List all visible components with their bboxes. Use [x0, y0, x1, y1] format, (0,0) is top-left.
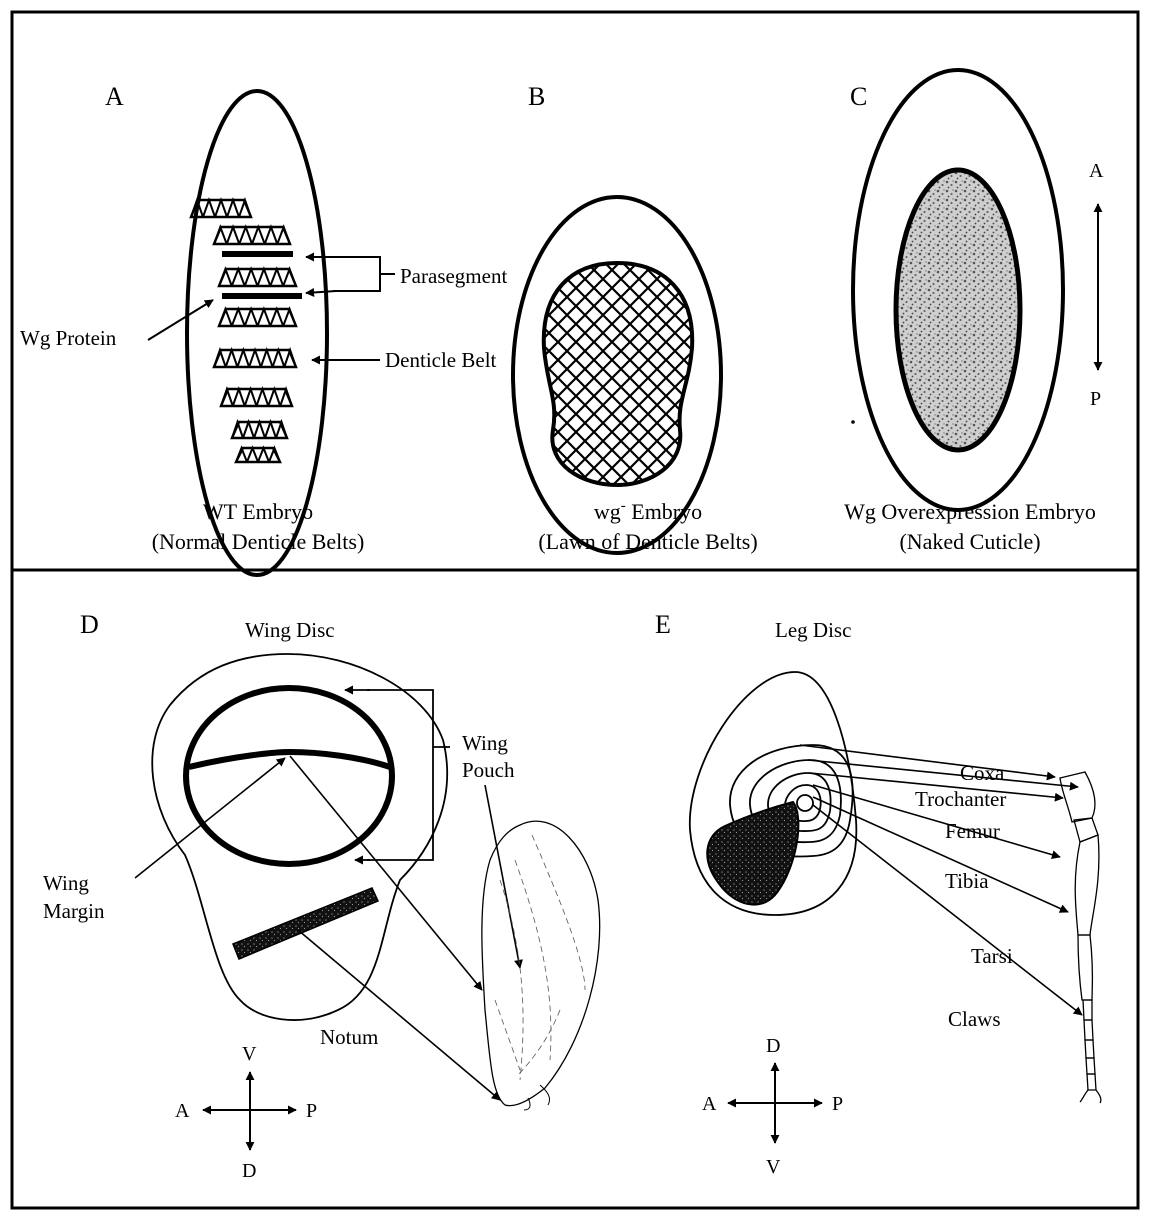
compass-e-left: A	[702, 1093, 717, 1115]
axis-p-label: P	[1090, 388, 1101, 410]
panel-c-caption-line2: (Naked Cuticle)	[899, 529, 1040, 554]
segment-label-femur: Femur	[945, 819, 1000, 843]
segment-label-tibia: Tibia	[945, 869, 989, 893]
compass-d-top: V	[242, 1043, 257, 1065]
wing-pouch-to-wing-arrow	[485, 785, 520, 968]
panel-b-caption-line1: wg- Embryo	[594, 498, 702, 524]
wing-pouch-label-line1: Wing	[462, 731, 508, 755]
compass-d-left: A	[175, 1100, 190, 1122]
compass-d-bottom: D	[242, 1160, 256, 1182]
dv-ap-compass-e: D V A P	[702, 1035, 843, 1178]
parasegment-label: Parasegment	[400, 264, 507, 288]
denticle-belt	[236, 448, 280, 462]
wg-protein-stripe-2	[222, 293, 302, 299]
wing-margin-label-line1: Wing	[43, 871, 89, 895]
arrow-tarsi	[813, 797, 1068, 912]
denticle-belt	[221, 389, 292, 406]
panel-c-caption-line1: Wg Overexpression Embryo	[844, 499, 1096, 524]
parasegment-arrow-2	[306, 291, 336, 293]
panel-d: D Wing Disc Wing Pouch Wing Margin Notum…	[43, 610, 600, 1182]
panel-a-letter: A	[105, 82, 124, 111]
wing-pouch-bracket	[367, 690, 450, 860]
margin-to-wing-arrow	[290, 756, 482, 990]
denticle-belt	[232, 422, 287, 438]
panel-b-letter: B	[528, 82, 545, 111]
arrow-trochanter	[808, 760, 1078, 787]
segment-label-coxa: Coxa	[960, 761, 1005, 785]
wg-protein-label: Wg Protein	[20, 326, 117, 350]
panel-d-letter: D	[80, 610, 99, 639]
wg-protein-arrow	[148, 300, 213, 340]
wing-pouch-ring	[186, 688, 392, 864]
denticle-belts	[191, 200, 296, 462]
dv-ap-compass-d: V D A P	[175, 1043, 317, 1182]
denticle-belt	[214, 227, 290, 244]
panel-e-letter: E	[655, 610, 671, 639]
wg-leg-sector	[707, 802, 798, 905]
panel-e: E Leg Disc Coxa Trochanter Femur Tibia T…	[655, 610, 1101, 1178]
denticle-belt	[191, 200, 251, 217]
panel-a: A Parasegment Wg Protein Denticle Belt W…	[20, 82, 507, 575]
denticle-belt	[214, 350, 296, 367]
wing-disc-outline	[152, 654, 447, 1020]
panel-b-caption-line2: (Lawn of Denticle Belts)	[538, 529, 757, 554]
panel-a-caption-line2: (Normal Denticle Belts)	[152, 529, 365, 554]
compass-e-top: D	[766, 1035, 780, 1057]
denticle-belt	[219, 309, 296, 326]
notum-stripe	[233, 888, 378, 959]
panel-b: B wg- Embryo (Lawn of Denticle Belts)	[513, 82, 758, 554]
wing-margin-label-line2: Margin	[43, 899, 105, 923]
wg-protein-stripe-1	[222, 251, 293, 257]
segment-label-tarsi: Tarsi	[971, 944, 1013, 968]
panel-c: C A P Wg Overexpression Embryo (Naked Cu…	[844, 70, 1104, 554]
leg-disc-title: Leg Disc	[775, 618, 851, 642]
naked-cuticle	[896, 170, 1020, 450]
parasegment-bracket	[333, 257, 395, 291]
notum-label: Notum	[320, 1025, 378, 1049]
wing-margin-stripe	[189, 752, 390, 767]
denticle-belt-label: Denticle Belt	[385, 348, 497, 372]
compass-e-right: P	[832, 1093, 843, 1115]
compass-d-right: P	[306, 1100, 317, 1122]
stray-dot	[851, 420, 855, 424]
compass-e-bottom: V	[766, 1156, 781, 1178]
segment-label-claws: Claws	[948, 1007, 1001, 1031]
wing-pouch-label-line2: Pouch	[462, 758, 515, 782]
wing-disc-title: Wing Disc	[245, 618, 335, 642]
adult-leg-drawing	[1060, 772, 1101, 1103]
axis-a-label: A	[1089, 160, 1104, 182]
segment-label-trochanter: Trochanter	[915, 787, 1006, 811]
panel-a-caption-line1: WT Embryo	[203, 499, 313, 524]
panel-c-letter: C	[850, 82, 867, 111]
segment-arrows	[800, 745, 1082, 1015]
denticle-belt	[219, 269, 296, 286]
